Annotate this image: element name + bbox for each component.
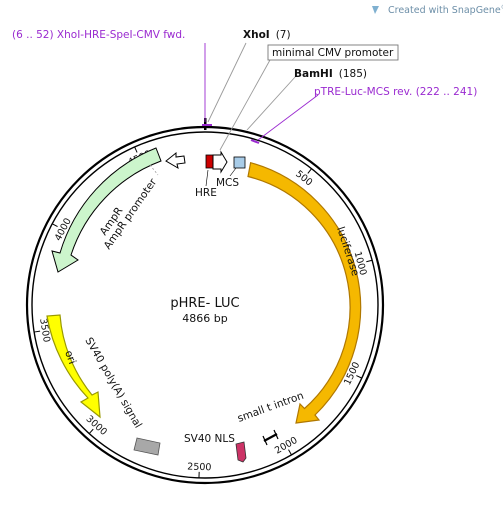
hre-primer-label[interactable]: (6 .. 52) XhoI-HRE-SpeI-CMV fwd.: [12, 29, 185, 41]
sv40-nls-feature[interactable]: [235, 441, 247, 463]
ori-label: ori: [62, 349, 78, 366]
mcs-primer-mark[interactable]: [250, 139, 260, 144]
snapgene-logo-icon: [372, 6, 379, 14]
tick-mark: [134, 146, 138, 153]
mcs-label: MCS: [216, 177, 239, 189]
xhoi-label[interactable]: XhoI(7): [243, 29, 291, 41]
hre-feature[interactable]: [205, 154, 214, 169]
tick-mark: [356, 375, 363, 379]
cmv-leader: [219, 59, 271, 151]
backbone-inner-circle: [31, 131, 379, 479]
bamhi-label[interactable]: BamHI(185): [294, 68, 367, 80]
sv40-polya-feature[interactable]: [133, 437, 161, 456]
tick-mark: [88, 428, 94, 434]
sv40-nls-label: SV40 NLS: [184, 433, 235, 445]
mcs-leader: [229, 167, 237, 177]
xhoi-leader: [207, 42, 247, 123]
luciferase-arrow[interactable]: [247, 161, 362, 424]
tick-mark: [34, 330, 41, 333]
tick-mark: [366, 259, 373, 263]
plasmid-name: pHRE- LUC: [170, 296, 239, 311]
cmv-promoter-arrow[interactable]: [212, 150, 228, 174]
ori-arrow[interactable]: [46, 314, 101, 419]
small-t-intron-feature[interactable]: [262, 429, 279, 446]
mcs-feature[interactable]: [233, 156, 246, 169]
ampr-promoter-arrow[interactable]: [165, 151, 186, 170]
mcs-primer-label[interactable]: pTRE-Luc-MCS rev. (222 .. 241): [314, 86, 477, 98]
tick-mark: [288, 449, 292, 456]
tick-mark: [307, 168, 312, 174]
cmv-callout-box: [267, 44, 399, 61]
cmv-label[interactable]: minimal CMV promoter: [272, 47, 394, 59]
tick-mark: [52, 223, 58, 228]
hre-leader: [205, 169, 209, 187]
ampr-promoter-leader: [149, 164, 159, 176]
small-t-intron-label: small t intron: [236, 390, 306, 425]
plasmid-size: 4866 bp: [182, 312, 227, 325]
ampr-arrow[interactable]: [51, 147, 162, 273]
bamhi-leader: [246, 75, 297, 131]
tick-label: 3000: [84, 414, 109, 438]
tick-label: 2500: [187, 461, 212, 473]
mcs-primer-leader: [257, 94, 319, 141]
hre-label: HRE: [195, 187, 217, 199]
brand-text: Created with SnapGene®: [388, 4, 503, 16]
